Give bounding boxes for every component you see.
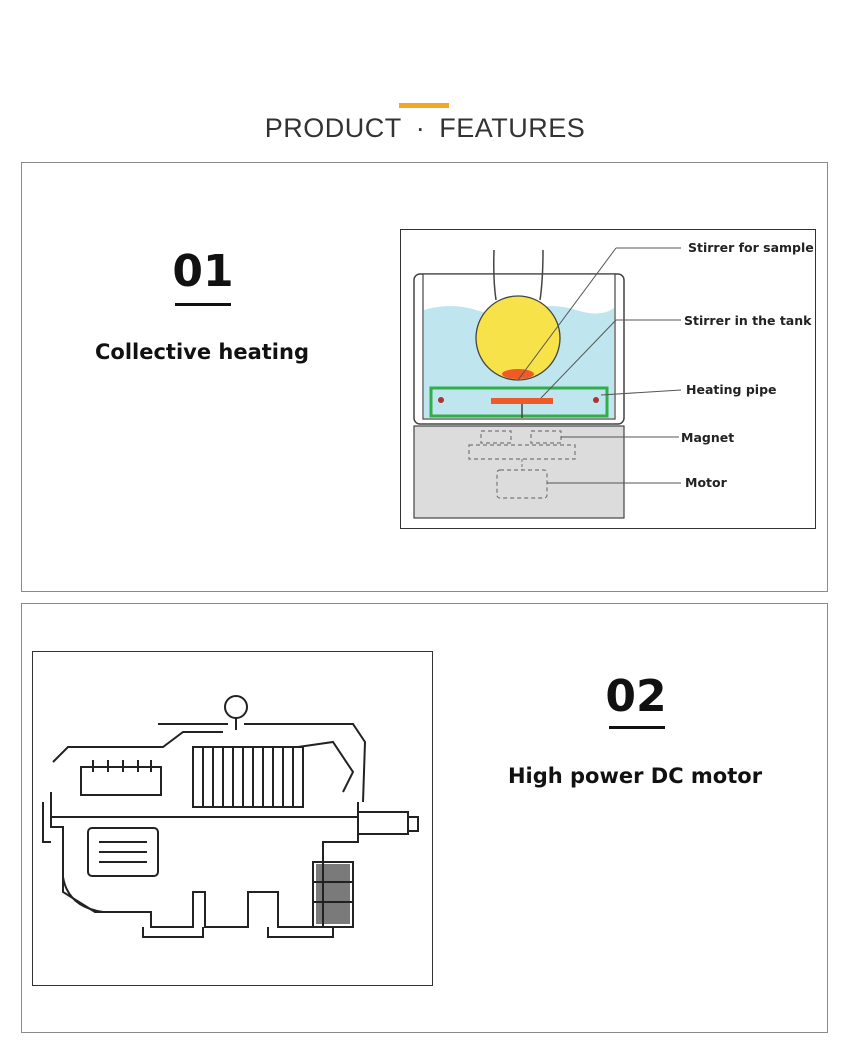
heating-pipe (429, 386, 609, 418)
heating-diagram-illustration (413, 247, 682, 519)
feature-title: High power DC motor (507, 764, 763, 788)
callout-line-stirrer-sample (517, 247, 617, 381)
dc-motor-cross-section-icon (42, 695, 419, 938)
label-motor: Motor (685, 475, 727, 490)
motor-shaft (357, 811, 409, 835)
vent-grille (87, 827, 159, 877)
feature-number-underline (175, 303, 231, 306)
sample-stirrer (502, 369, 534, 379)
label-stirrer-sample: Stirrer for sample (688, 240, 814, 255)
feature-number-underline (609, 726, 665, 729)
foot-right (267, 927, 334, 938)
motor-body (50, 792, 359, 928)
sample-flask (475, 295, 561, 381)
tank-stirrer (491, 398, 553, 404)
page-title: PRODUCT · FEATURES (0, 113, 850, 144)
page-title-separator: · (415, 113, 426, 143)
callout-line-stirrer-tank (540, 319, 617, 399)
page-title-left: PRODUCT (264, 113, 402, 143)
lifting-eye (224, 695, 248, 719)
fan-housing (297, 740, 355, 793)
label-stirrer-tank: Stirrer in the tank (684, 313, 812, 328)
pipe-end-right (593, 397, 599, 403)
feature-card-1: 01 Collective heating (21, 162, 828, 592)
top-frame (158, 723, 367, 803)
header-accent-bar (399, 103, 449, 108)
device-base (413, 425, 625, 519)
callout-line-heating-pipe (600, 389, 682, 396)
magnet-carrier (468, 444, 576, 460)
feature-card-2: 02 High power DC motor (21, 603, 828, 1033)
page-title-right: FEATURES (439, 113, 586, 143)
foot-left (142, 927, 204, 938)
pipe-end-left (438, 397, 444, 403)
heating-diagram: Stirrer for sample Stirrer in the tank H… (400, 229, 816, 529)
label-magnet: Magnet (681, 430, 735, 445)
terminal-box-cover (52, 731, 223, 763)
feature-number: 01 (172, 246, 234, 297)
feature-number: 02 (605, 671, 667, 722)
motor-diagram (32, 651, 433, 986)
feature-title: Collective heating (95, 340, 309, 364)
magnet-left (480, 430, 512, 444)
stator (192, 746, 304, 808)
label-heating-pipe: Heating pipe (686, 382, 777, 397)
flask-holder (493, 249, 544, 301)
